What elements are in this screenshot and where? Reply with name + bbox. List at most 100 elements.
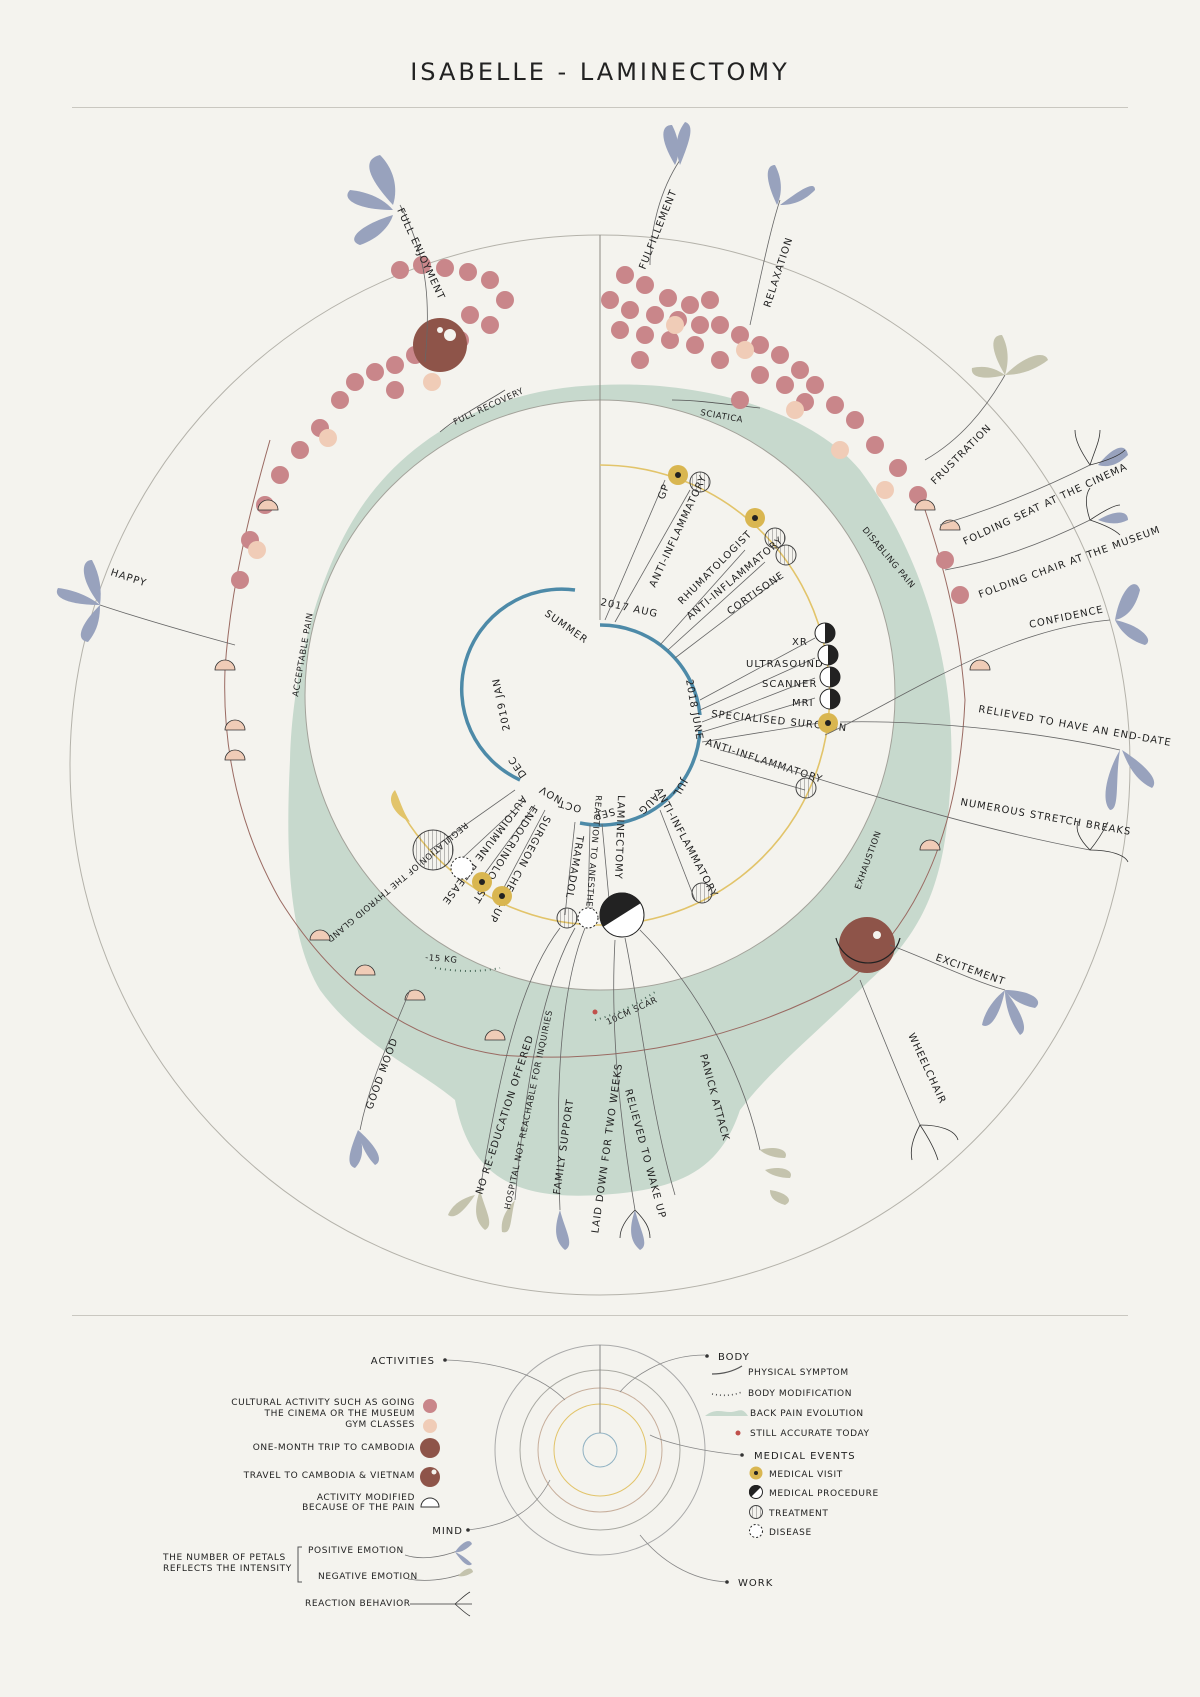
procedure-marker bbox=[814, 622, 836, 644]
legend-still-dot bbox=[735, 1430, 741, 1436]
mind-label-excitement: EXCITEMENT bbox=[934, 952, 1007, 987]
legend-physical-label: PHYSICAL SYMPTOM bbox=[748, 1368, 849, 1378]
medical-callouts bbox=[429, 479, 826, 916]
body-modification-line bbox=[594, 991, 656, 1021]
legend-trip-dot bbox=[420, 1438, 440, 1458]
timeline-label-2019-jan: 2019 JAN bbox=[491, 677, 513, 732]
radial-journey-diagram: 2017 AUG 2018 JUNE JUL AUG SEP OCT NOV D… bbox=[56, 122, 1172, 1296]
medical-visit-marker bbox=[492, 886, 512, 906]
legend-negative-label: NEGATIVE EMOTION bbox=[318, 1572, 418, 1582]
legend-petals-line-2: REFLECTS THE INTENSITY bbox=[163, 1564, 292, 1574]
treatment-marker bbox=[689, 471, 711, 493]
legend-travel-dot bbox=[420, 1467, 440, 1487]
medical-visit-marker bbox=[818, 713, 838, 733]
legend-negative-petal bbox=[458, 1568, 473, 1577]
cambodia-trip-highlight bbox=[444, 329, 456, 341]
physical-symptom-line bbox=[439, 389, 506, 433]
treatment-marker bbox=[795, 777, 817, 799]
legend-dot bbox=[725, 1580, 729, 1584]
travel-vietnam-marker bbox=[839, 917, 895, 973]
medical-visit-marker bbox=[668, 465, 688, 485]
cultural-activity-dots bbox=[231, 256, 514, 589]
modified-activity-outline bbox=[835, 937, 901, 964]
legend-dot bbox=[705, 1354, 709, 1358]
medical-label-laminectomy: LAMINECTOMY bbox=[612, 795, 626, 880]
legend-activities-label: ACTIVITIES bbox=[371, 1356, 435, 1367]
cambodia-trip-marker bbox=[413, 318, 467, 372]
back-pain-band bbox=[288, 384, 952, 1196]
gym-class-dots bbox=[248, 373, 441, 559]
treatment-marker bbox=[412, 829, 454, 871]
legend-modified-line-2: BECAUSE OF THE PAIN bbox=[302, 1503, 415, 1513]
modified-activity-markers bbox=[214, 499, 991, 1041]
mind-label-full-enjoyment: FULL ENJOYMENT bbox=[394, 207, 446, 302]
body-label-minus-15kg: -15 KG bbox=[425, 953, 458, 966]
procedure-marker bbox=[819, 688, 841, 710]
medical-label-scanner: SCANNER bbox=[762, 679, 817, 690]
procedure-marker bbox=[819, 666, 841, 688]
legend-dot bbox=[740, 1453, 744, 1457]
negative-petal-cluster bbox=[448, 335, 1048, 1233]
medical-label-ultrasound: ULTRASOUND bbox=[746, 659, 824, 670]
medical-visit-marker bbox=[745, 508, 765, 528]
treatment-marker bbox=[775, 544, 797, 566]
gym-class-dots bbox=[666, 316, 894, 499]
legend-cultural-line-1: CULTURAL ACTIVITY SUCH AS GOING bbox=[231, 1398, 415, 1408]
legend-procedure-fill bbox=[748, 1484, 761, 1497]
legend-visit-label: MEDICAL VISIT bbox=[769, 1470, 843, 1480]
treatment-marker bbox=[556, 907, 578, 929]
legend-work-ring bbox=[582, 1432, 618, 1468]
legend-positive-petal bbox=[455, 1541, 472, 1553]
mind-label-numerous-stretch-breaks: NUMEROUS STRETCH BREAKS bbox=[959, 797, 1131, 838]
legend-visit-dot bbox=[754, 1471, 758, 1475]
mind-stems bbox=[99, 159, 1121, 1211]
legend-body-mod-label: BODY MODIFICATION bbox=[748, 1389, 852, 1399]
physical-symptom-line bbox=[671, 399, 761, 409]
legend-gym-label: GYM CLASSES bbox=[345, 1420, 415, 1430]
bottom-divider bbox=[72, 1315, 1128, 1316]
legend-positive-petal bbox=[455, 1552, 472, 1566]
legend-reaction-fork bbox=[410, 1591, 472, 1617]
medical-label-xr: XR bbox=[792, 637, 808, 648]
legend-medical-label: MEDICAL EVENTS bbox=[754, 1451, 856, 1462]
legend-back-pain-icon bbox=[705, 1410, 748, 1416]
medical-label-reaction-to-anesthetic: REACTION TO ANESTHETIC bbox=[582, 795, 603, 923]
negative-petal bbox=[390, 790, 410, 822]
legend-physical-icon bbox=[711, 1365, 743, 1375]
mind-label-happy: HAPPY bbox=[109, 567, 148, 589]
mind-label-fulfillement: FULFILLEMENT bbox=[638, 188, 680, 271]
treatment-marker bbox=[764, 527, 786, 549]
legend-body-mod-icon bbox=[711, 1391, 743, 1397]
legend-mind-label: MIND bbox=[432, 1526, 463, 1537]
cambodia-trip-highlight bbox=[437, 327, 443, 333]
legend-modified-line-1: ACTIVITY MODIFIED bbox=[317, 1493, 415, 1503]
legend-bracket bbox=[297, 1546, 302, 1583]
legend-still-label: STILL ACCURATE TODAY bbox=[750, 1429, 870, 1439]
timeline-label-2017-aug: 2017 AUG bbox=[599, 597, 659, 620]
legend-travel-label: TRAVEL TO CAMBODIA & VIETNAM bbox=[243, 1471, 415, 1481]
timeline-label-nov: NOV bbox=[537, 783, 564, 805]
still-accurate-dot bbox=[592, 1009, 598, 1015]
treatment-marker bbox=[691, 882, 713, 904]
legend-gym-dot bbox=[423, 1419, 437, 1433]
legend-travel-highlight bbox=[431, 1469, 437, 1475]
legend-petals-line-1: THE NUMBER OF PETALS bbox=[162, 1553, 286, 1563]
mind-label-folding-seat: FOLDING SEAT AT THE CINEMA bbox=[962, 462, 1130, 548]
legend-work-label: WORK bbox=[738, 1578, 773, 1589]
legend-treatment-icon bbox=[749, 1505, 763, 1519]
legend-trip-label: ONE-MONTH TRIP TO CAMBODIA bbox=[253, 1443, 415, 1453]
legend-reaction-label: REACTION BEHAVIOR bbox=[305, 1599, 411, 1609]
legend-disease-icon bbox=[749, 1524, 763, 1538]
mind-label-wheelchair: WHEELCHAIR bbox=[905, 1032, 947, 1106]
legend-positive-stem bbox=[404, 1549, 461, 1559]
procedure-marker bbox=[599, 892, 645, 938]
disease-marker bbox=[577, 907, 599, 929]
legend-cultural-line-2: THE CINEMA OR THE MUSEUM bbox=[264, 1409, 415, 1419]
mind-label-relieved-end-date: RELIEVED TO HAVE AN END-DATE bbox=[977, 704, 1172, 749]
medical-visit-marker bbox=[472, 872, 492, 892]
timeline-arc-2017 bbox=[599, 623, 702, 716]
legend-positive-label: POSITIVE EMOTION bbox=[308, 1546, 404, 1556]
timeline-arc-2019 bbox=[459, 587, 576, 782]
legend-procedure-label: MEDICAL PROCEDURE bbox=[769, 1489, 879, 1499]
positive-petal-cluster bbox=[56, 122, 1155, 1250]
